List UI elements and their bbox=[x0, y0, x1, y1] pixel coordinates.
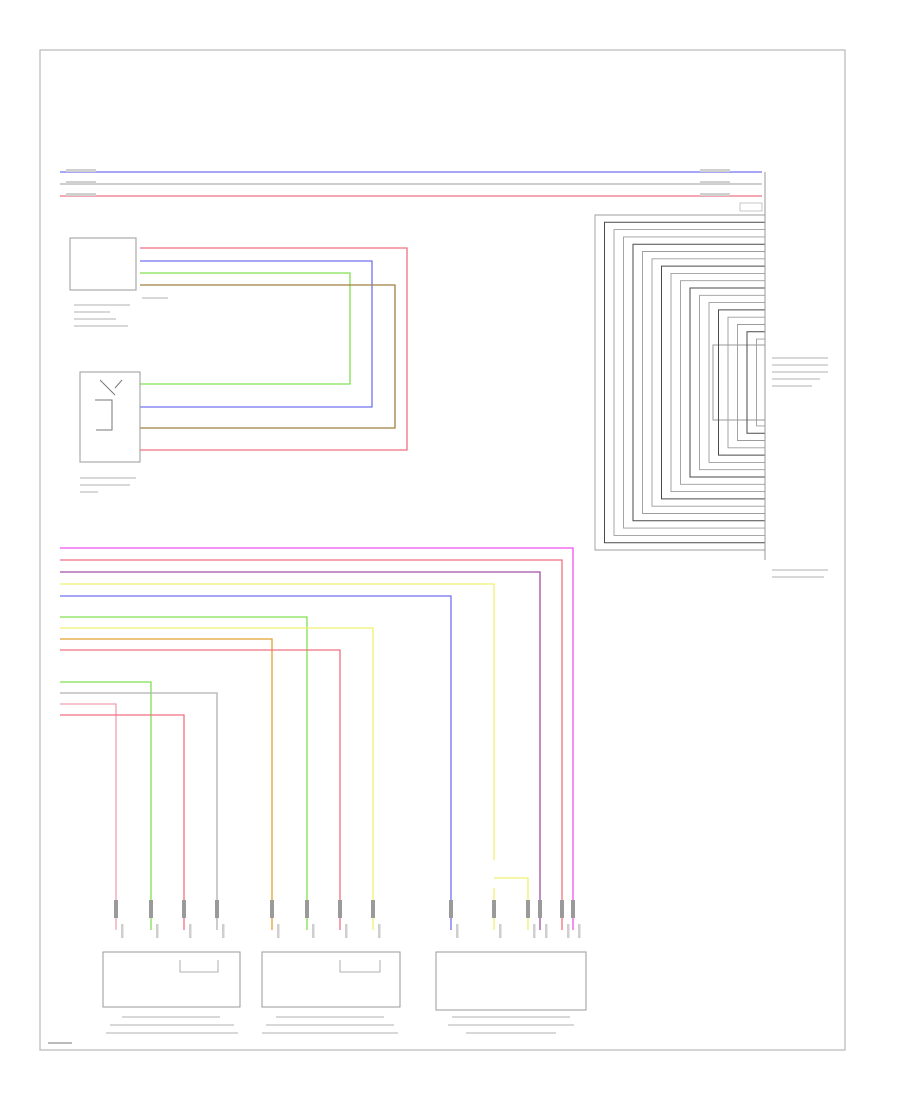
wire-sw-brown bbox=[140, 284, 396, 429]
pin-label bbox=[121, 924, 124, 938]
diagram-frame bbox=[39, 49, 846, 1051]
connector-pin bbox=[215, 900, 219, 918]
wire-g3-red bbox=[60, 714, 185, 930]
bundle-wire bbox=[594, 214, 765, 551]
wire-g3-pink bbox=[60, 703, 117, 930]
connector-pin bbox=[371, 900, 375, 918]
bundle-wire bbox=[756, 338, 765, 427]
pin-label bbox=[533, 924, 536, 938]
connector-pin bbox=[449, 900, 453, 918]
bottom-module-2 bbox=[261, 951, 401, 1008]
wire-g2-yellow bbox=[60, 627, 374, 930]
pin-label bbox=[578, 924, 581, 938]
switch-wires bbox=[140, 247, 408, 451]
bundle-wire bbox=[623, 236, 765, 529]
wire-g3-gray bbox=[60, 692, 218, 930]
wire-sw-blue bbox=[140, 260, 373, 408]
pin-label bbox=[567, 924, 570, 938]
label-block bbox=[700, 169, 730, 172]
mid-bus bbox=[60, 547, 574, 930]
pin-label bbox=[277, 924, 280, 938]
top-bus bbox=[60, 169, 762, 197]
bundle-wire bbox=[613, 229, 765, 536]
wire-mid-yellow bbox=[60, 583, 495, 860]
connector-pin bbox=[560, 900, 564, 918]
bundle-wire bbox=[651, 258, 765, 507]
connector-pin bbox=[305, 900, 309, 918]
connector-pin bbox=[182, 900, 186, 918]
connector-pin bbox=[114, 900, 118, 918]
pin-label bbox=[156, 924, 159, 938]
connector-pin bbox=[526, 900, 530, 918]
connector-pin bbox=[571, 900, 575, 918]
connector-pin bbox=[338, 900, 342, 918]
wire-mid-purple bbox=[60, 571, 541, 930]
pin-label bbox=[189, 924, 192, 938]
wire-g2-green bbox=[60, 616, 308, 930]
bundle-wire bbox=[689, 287, 765, 478]
actuator-box bbox=[79, 371, 141, 463]
connector-pin bbox=[538, 900, 542, 918]
wire-g3-green bbox=[60, 681, 152, 930]
pin-label bbox=[345, 924, 348, 938]
wire-g2-orange bbox=[60, 638, 273, 930]
bundle-wire bbox=[746, 331, 765, 434]
pin-label bbox=[222, 924, 225, 938]
label-block bbox=[700, 193, 730, 196]
wire-sw-red bbox=[140, 247, 408, 451]
pin-markers bbox=[114, 900, 581, 938]
right-module-tag bbox=[739, 202, 763, 212]
bundle-wire bbox=[670, 272, 765, 493]
bundle-wire bbox=[604, 221, 765, 544]
label-block bbox=[66, 169, 96, 172]
wire-mid-magenta bbox=[60, 547, 574, 930]
bundle-wire bbox=[708, 302, 765, 463]
label-block bbox=[700, 181, 730, 184]
bundle-wire bbox=[737, 324, 765, 441]
wire-mid-blue bbox=[60, 595, 452, 930]
wire-mid-yellow-branch bbox=[494, 877, 529, 930]
label-block bbox=[66, 181, 96, 184]
pin-label bbox=[312, 924, 315, 938]
wire-bundle bbox=[594, 172, 766, 560]
pin-label bbox=[545, 924, 548, 938]
connector-pin bbox=[492, 900, 496, 918]
bottom-modules bbox=[102, 951, 587, 1034]
bundle-wire bbox=[718, 309, 765, 456]
right-module-label bbox=[770, 355, 828, 395]
pin-label bbox=[378, 924, 381, 938]
actuator-symbol bbox=[95, 399, 113, 431]
actuator-module bbox=[79, 371, 141, 493]
connector-pin bbox=[149, 900, 153, 918]
pin-label bbox=[499, 924, 502, 938]
group2-bus bbox=[60, 616, 374, 930]
right-connector-bundle bbox=[594, 172, 828, 578]
bundle-wire bbox=[661, 265, 765, 500]
bottom-module-3 bbox=[435, 951, 587, 1011]
switch-module bbox=[69, 237, 168, 327]
label-block bbox=[66, 193, 96, 196]
wire-sw-green bbox=[140, 272, 351, 385]
switch-box bbox=[69, 237, 137, 291]
actuator-symbol bbox=[99, 379, 123, 396]
group3-bus bbox=[60, 681, 218, 930]
right-module-box bbox=[712, 344, 766, 421]
pin-label bbox=[456, 924, 459, 938]
bundle-wire bbox=[632, 243, 765, 522]
bundle-wire bbox=[642, 251, 765, 514]
module-symbol bbox=[339, 960, 381, 973]
bundle-wire bbox=[699, 294, 765, 471]
module-symbol bbox=[179, 960, 219, 973]
bundle-wire bbox=[727, 316, 765, 449]
wire-mid-red bbox=[60, 559, 563, 930]
wire-g2-red bbox=[60, 649, 341, 930]
bundle-wire bbox=[680, 280, 765, 485]
bottom-module-1 bbox=[102, 951, 241, 1008]
connector-pin bbox=[270, 900, 274, 918]
